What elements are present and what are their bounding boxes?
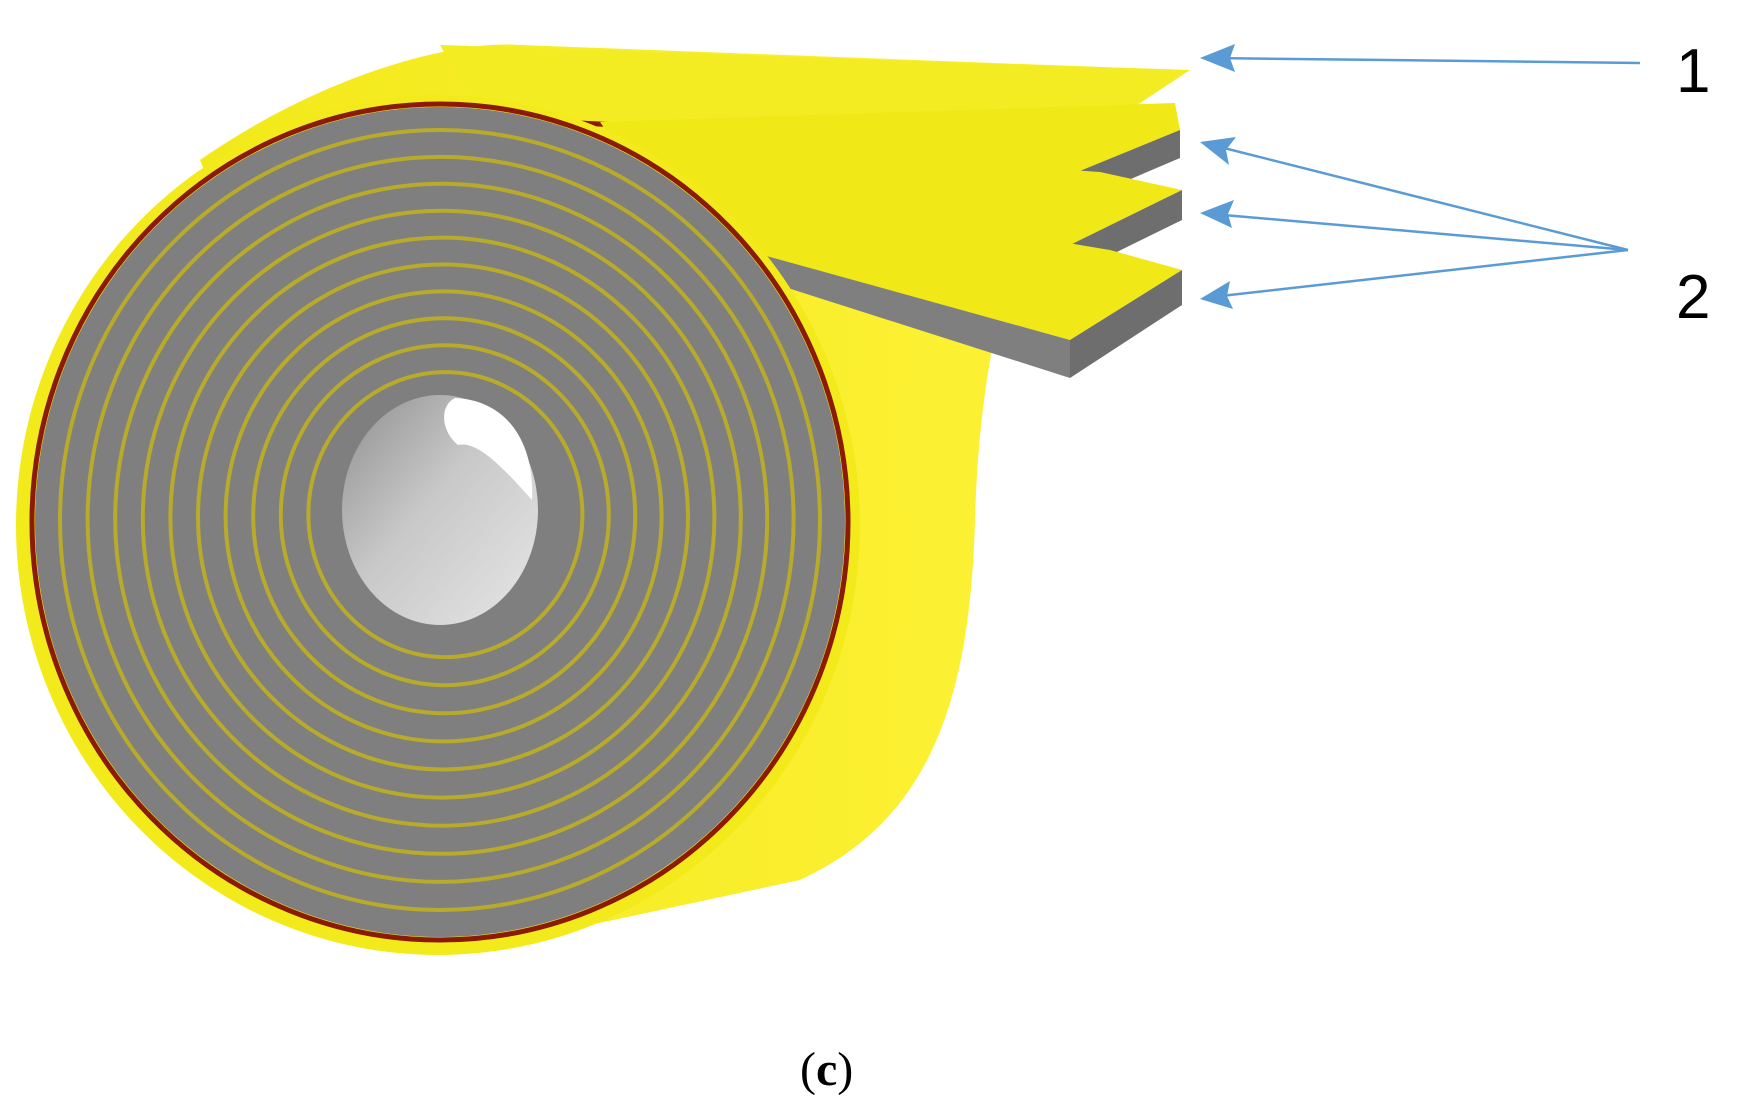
roll-bore-opening [444, 398, 533, 500]
roll-outer-band [29, 101, 851, 943]
winding-ring [306, 370, 585, 660]
winding-ring [196, 262, 690, 772]
winding-ring [113, 181, 770, 856]
strip-2c-end [1070, 270, 1182, 378]
caption-open-paren: ( [800, 1043, 816, 1096]
winding-ring [140, 208, 743, 828]
strip-2c-yellow [660, 175, 1182, 340]
arrow-layer-2b [1200, 200, 1629, 252]
winding-ring [168, 235, 717, 800]
figure-caption: (c) [800, 1043, 853, 1096]
caption-close-paren: ) [837, 1043, 853, 1096]
strip-2a-yellow [600, 103, 1180, 175]
winding-ring [251, 316, 638, 716]
callout-label-1: 1 [1676, 37, 1710, 106]
caption-letter: c [816, 1043, 837, 1096]
strip-2c-gray [680, 232, 1070, 378]
arrow-layer-1 [1200, 44, 1641, 72]
strip-2b-yellow [640, 140, 1182, 245]
winding-ring [85, 154, 796, 884]
winding-ring [278, 343, 611, 688]
arrow-layer-2c [1200, 248, 1629, 309]
winding-ring [58, 128, 822, 912]
winding-rings [58, 128, 822, 912]
arrow-layer-2a [1200, 137, 1629, 252]
winding-ring [223, 289, 664, 744]
callout-label-2: 2 [1676, 263, 1710, 332]
